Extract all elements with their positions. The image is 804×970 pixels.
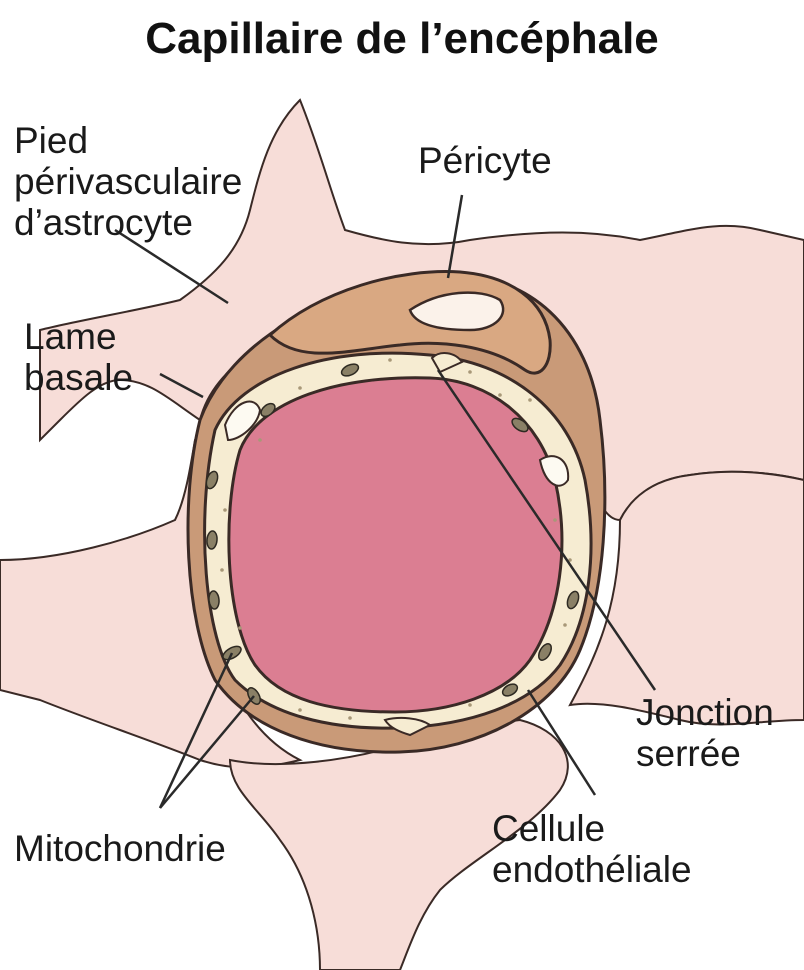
label-lame-basale: Lame basale bbox=[24, 316, 133, 398]
label-mitochondrie: Mitochondrie bbox=[14, 828, 226, 869]
diagram-title: Capillaire de l’encéphale bbox=[0, 14, 804, 64]
capillary-lumen bbox=[229, 378, 562, 712]
label-jonction-serree: Jonction serrée bbox=[636, 692, 774, 774]
label-pied-perivasculaire: Pied périvasculaire d’astrocyte bbox=[14, 120, 242, 243]
label-cellule-endotheliale: Cellule endothéliale bbox=[492, 808, 692, 890]
label-pericyte: Péricyte bbox=[418, 140, 552, 181]
